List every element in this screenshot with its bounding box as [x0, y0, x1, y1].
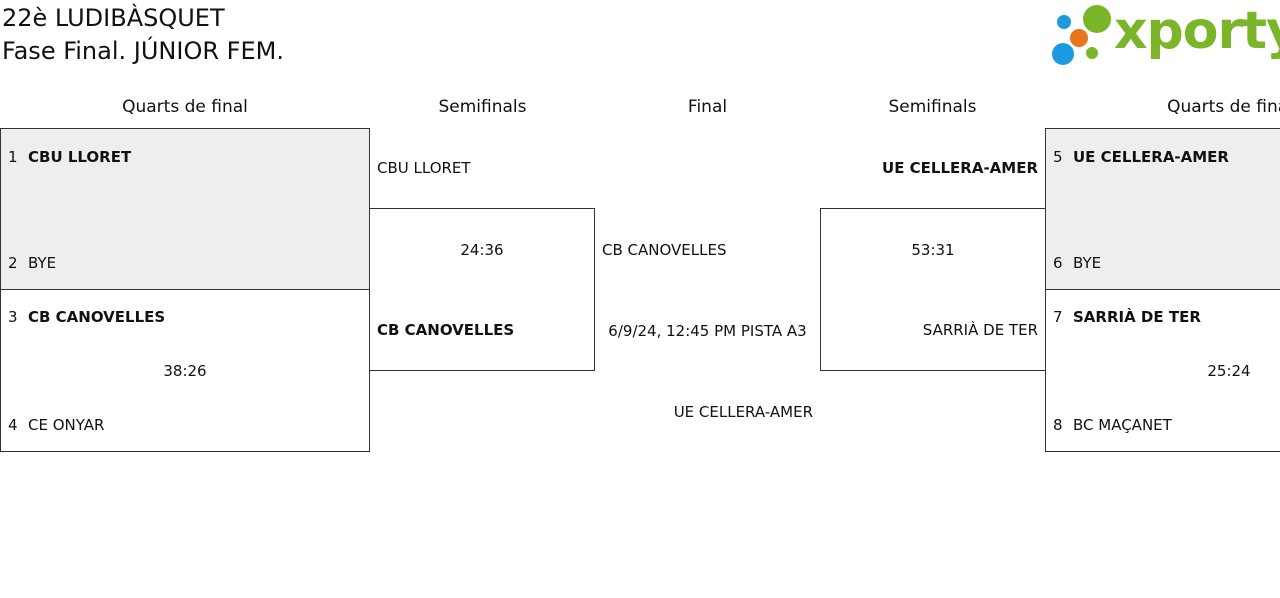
round-header-right-quarterfinals: Quarts de final: [1167, 97, 1280, 117]
logo-dot-small-blue: [1057, 15, 1071, 29]
round-header-left-quarterfinals: Quarts de final: [122, 97, 248, 117]
right-sf-team-2: SARRIÀ DE TER: [922, 321, 1038, 339]
left-sf-team-1: CBU LLORET: [377, 159, 471, 177]
right-qf-match-1[interactable]: 5 UE CELLERA-AMER 6 BYE: [1045, 128, 1280, 290]
logo-dot-large-blue: [1052, 43, 1074, 65]
logo-dot-large-green: [1083, 5, 1111, 33]
final-schedule-info: 6/9/24, 12:45 PM PISTA A3: [608, 322, 807, 340]
seed-number: 3: [8, 308, 18, 326]
seed-number: 8: [1053, 416, 1063, 434]
team-slot: 7 SARRIÀ DE TER: [1053, 307, 1201, 327]
final-team-2: UE CELLERA-AMER: [673, 403, 813, 421]
match-score: 53:31: [911, 241, 955, 259]
team-name: BYE: [28, 254, 57, 272]
round-header-final: Final: [687, 97, 728, 117]
right-sf-team-1: UE CELLERA-AMER: [882, 159, 1038, 177]
team-slot: 1 CBU LLORET: [8, 147, 131, 167]
right-sf-match[interactable]: 53:31 SARRIÀ DE TER: [820, 208, 1046, 371]
left-qf-match-1[interactable]: 1 CBU LLORET 2 BYE: [0, 128, 370, 290]
xporty-logo[interactable]: xporty: [1050, 1, 1280, 67]
round-header-left-semifinals: Semifinals: [438, 97, 527, 117]
seed-number: 2: [8, 254, 18, 272]
left-sf-match[interactable]: 24:36 CB CANOVELLES: [369, 208, 595, 371]
right-qf-match-2[interactable]: 7 SARRIÀ DE TER 25:24 8 BC MAÇANET: [1045, 289, 1280, 452]
team-slot: 4 CE ONYAR: [8, 415, 104, 435]
team-slot: 3 CB CANOVELLES: [8, 307, 165, 327]
team-slot: 8 BC MAÇANET: [1053, 415, 1172, 435]
tournament-title: 22è LUDIBÀSQUET: [2, 4, 225, 32]
seed-number: 7: [1053, 308, 1063, 326]
team-slot: 5 UE CELLERA-AMER: [1053, 147, 1229, 167]
team-slot: 2 BYE: [8, 253, 56, 273]
team-name: CBU LLORET: [28, 148, 132, 166]
match-score: 24:36: [460, 241, 504, 259]
team-name: CE ONYAR: [28, 416, 105, 434]
team-slot: 6 BYE: [1053, 253, 1101, 273]
left-qf-match-2[interactable]: 3 CB CANOVELLES 38:26 4 CE ONYAR: [0, 289, 370, 452]
team-name: CB CANOVELLES: [28, 308, 166, 326]
match-score: 25:24: [1207, 362, 1251, 380]
seed-number: 6: [1053, 254, 1063, 272]
left-sf-team-2: CB CANOVELLES: [377, 321, 515, 339]
logo-wordmark: xporty: [1114, 1, 1280, 61]
team-name: SARRIÀ DE TER: [1073, 308, 1201, 326]
seed-number: 1: [8, 148, 18, 166]
phase-title: Fase Final. JÚNIOR FEM.: [2, 37, 284, 65]
seed-number: 5: [1053, 148, 1063, 166]
seed-number: 4: [8, 416, 18, 434]
final-team-1: CB CANOVELLES: [602, 241, 727, 259]
match-score: 38:26: [163, 362, 207, 380]
logo-dot-small-green: [1086, 47, 1098, 59]
team-name: BYE: [1073, 254, 1102, 272]
round-header-right-semifinals: Semifinals: [888, 97, 977, 117]
team-name: BC MAÇANET: [1073, 416, 1172, 434]
logo-dot-orange: [1070, 29, 1088, 47]
team-name: UE CELLERA-AMER: [1073, 148, 1229, 166]
